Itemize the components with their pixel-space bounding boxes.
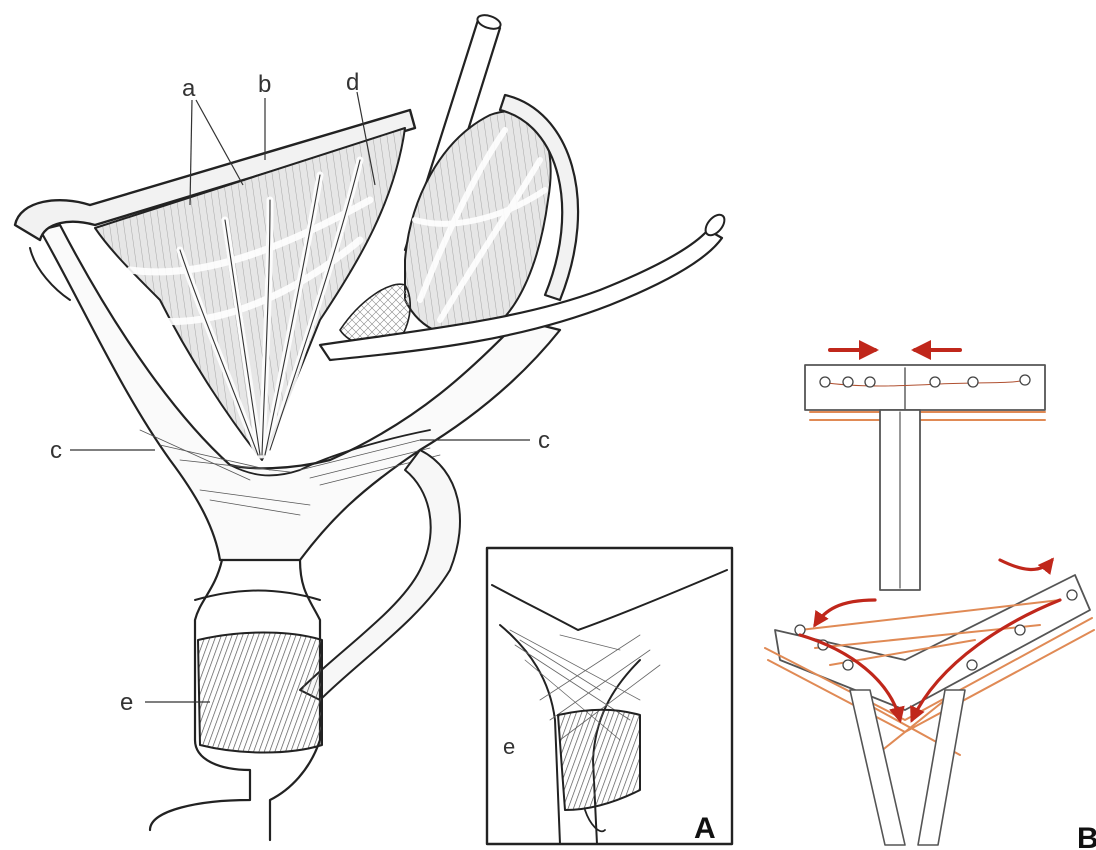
inset-panel-a	[487, 548, 732, 844]
sphincter-e-inset	[558, 710, 640, 810]
panel-b-schematic	[765, 350, 1094, 845]
sphincter-e-main	[198, 633, 322, 753]
label-e: e	[120, 689, 133, 716]
panel-label-a: A	[694, 812, 716, 845]
label-c-right: c	[538, 427, 550, 454]
label-a: a	[182, 75, 196, 102]
inset-label-e: e	[503, 734, 515, 759]
panel-label-b: B	[1077, 822, 1096, 850]
label-d: d	[346, 69, 359, 96]
label-c-left: c	[50, 437, 62, 464]
label-b: b	[258, 71, 271, 98]
